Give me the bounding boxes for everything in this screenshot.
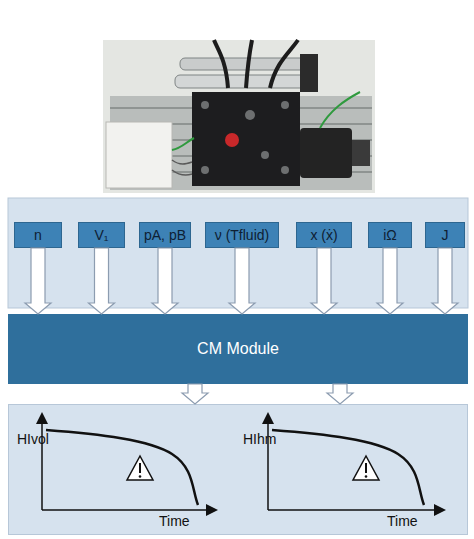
red-knob bbox=[225, 133, 239, 147]
hoses bbox=[214, 40, 298, 88]
electronics-box bbox=[106, 122, 172, 188]
signal-name: ν (Tfluid) bbox=[215, 228, 269, 243]
block-arrow bbox=[182, 384, 208, 404]
block-arrow bbox=[89, 248, 115, 314]
signal-box: x (ẋ) bbox=[296, 222, 352, 248]
cables bbox=[172, 160, 192, 175]
cylinder-tube bbox=[180, 58, 310, 70]
block-arrow bbox=[377, 248, 403, 314]
module-band: CM Module bbox=[8, 314, 468, 384]
sensor-wires bbox=[172, 92, 360, 150]
block-arrow bbox=[432, 248, 458, 314]
output-panel: HIvolTime HIhmTime bbox=[8, 404, 468, 535]
signal-name: V₁ bbox=[94, 228, 108, 243]
signal-name: x (ẋ) bbox=[310, 228, 337, 243]
axis-label: HIhm bbox=[243, 431, 276, 447]
signal-box: iΩ bbox=[368, 222, 412, 248]
axis-label: Time bbox=[159, 513, 190, 529]
motor-flange bbox=[352, 140, 370, 166]
block-arrow bbox=[229, 248, 255, 314]
photo-background bbox=[103, 40, 375, 193]
signal-name: J bbox=[442, 228, 449, 243]
block-arrow bbox=[152, 248, 178, 314]
module-label: CM Module bbox=[197, 340, 279, 358]
signal-box: n bbox=[14, 222, 62, 248]
valve-manifold bbox=[192, 92, 300, 186]
signal-box: pA, pB bbox=[139, 222, 191, 248]
block-arrow bbox=[311, 248, 337, 314]
axis-label: Time bbox=[387, 513, 418, 529]
signal-name: pA, pB bbox=[144, 228, 186, 243]
signal-box: ν (Tfluid) bbox=[205, 222, 279, 248]
signal-name: n bbox=[34, 228, 42, 243]
manifold-ports bbox=[201, 101, 289, 174]
servo-motor bbox=[300, 128, 352, 178]
block-arrow bbox=[327, 384, 353, 404]
signal-box: V₁ bbox=[78, 222, 125, 248]
block-arrow bbox=[25, 248, 51, 314]
cylinder-end bbox=[300, 54, 318, 92]
signal-box: J bbox=[425, 222, 465, 248]
signal-name: iΩ bbox=[383, 228, 397, 243]
axis-label: HIvol bbox=[17, 431, 49, 447]
